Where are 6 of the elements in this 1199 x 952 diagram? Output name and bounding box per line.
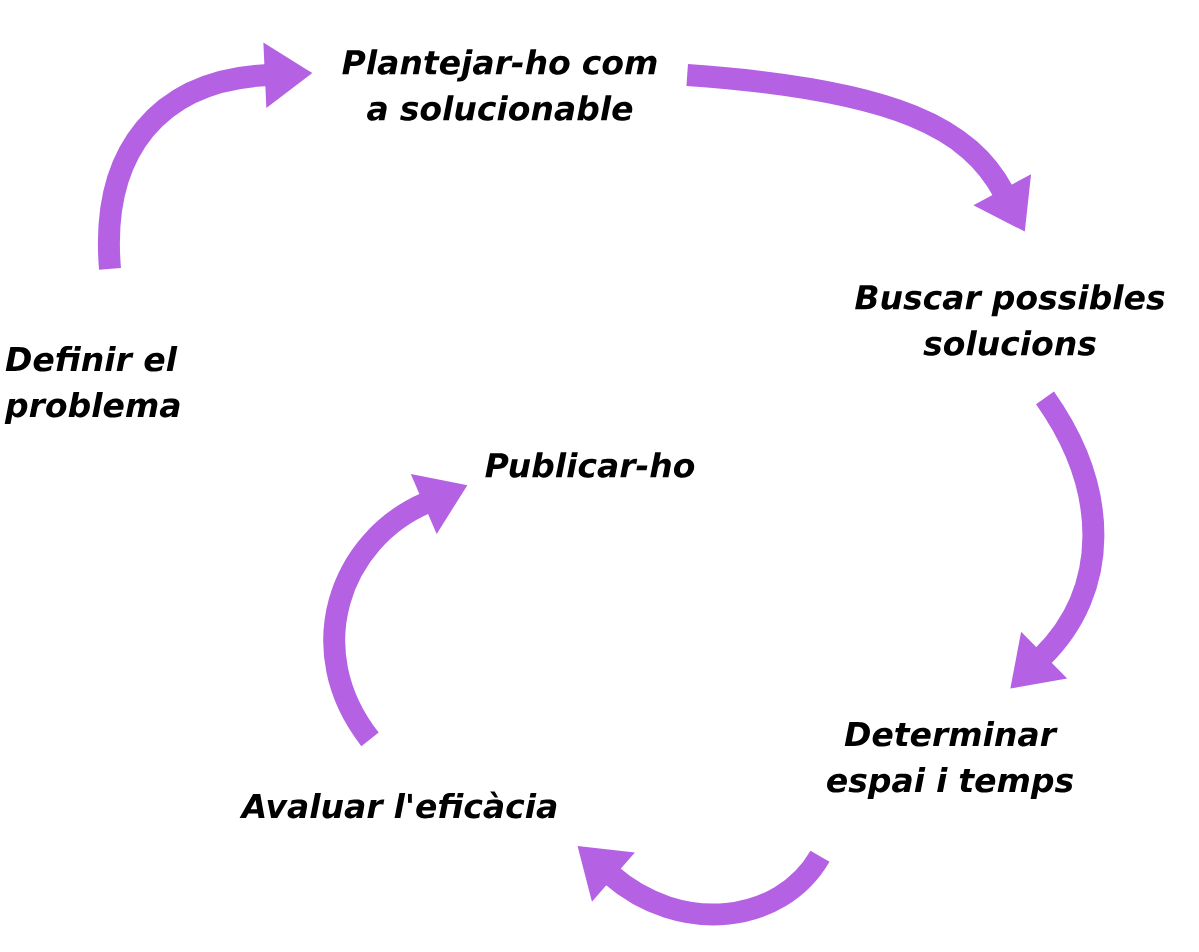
step-label: Determinar espai i temps — [827, 721, 1073, 799]
step-label: Buscar possibles solucions — [855, 284, 1165, 356]
step-label: Avaluar l'eficàcia — [239, 791, 557, 819]
step-label: Publicar-ho — [485, 452, 695, 478]
step-label: Plantejar-ho com a solucionable — [342, 49, 657, 121]
step-label: Definir el problema — [4, 346, 180, 424]
